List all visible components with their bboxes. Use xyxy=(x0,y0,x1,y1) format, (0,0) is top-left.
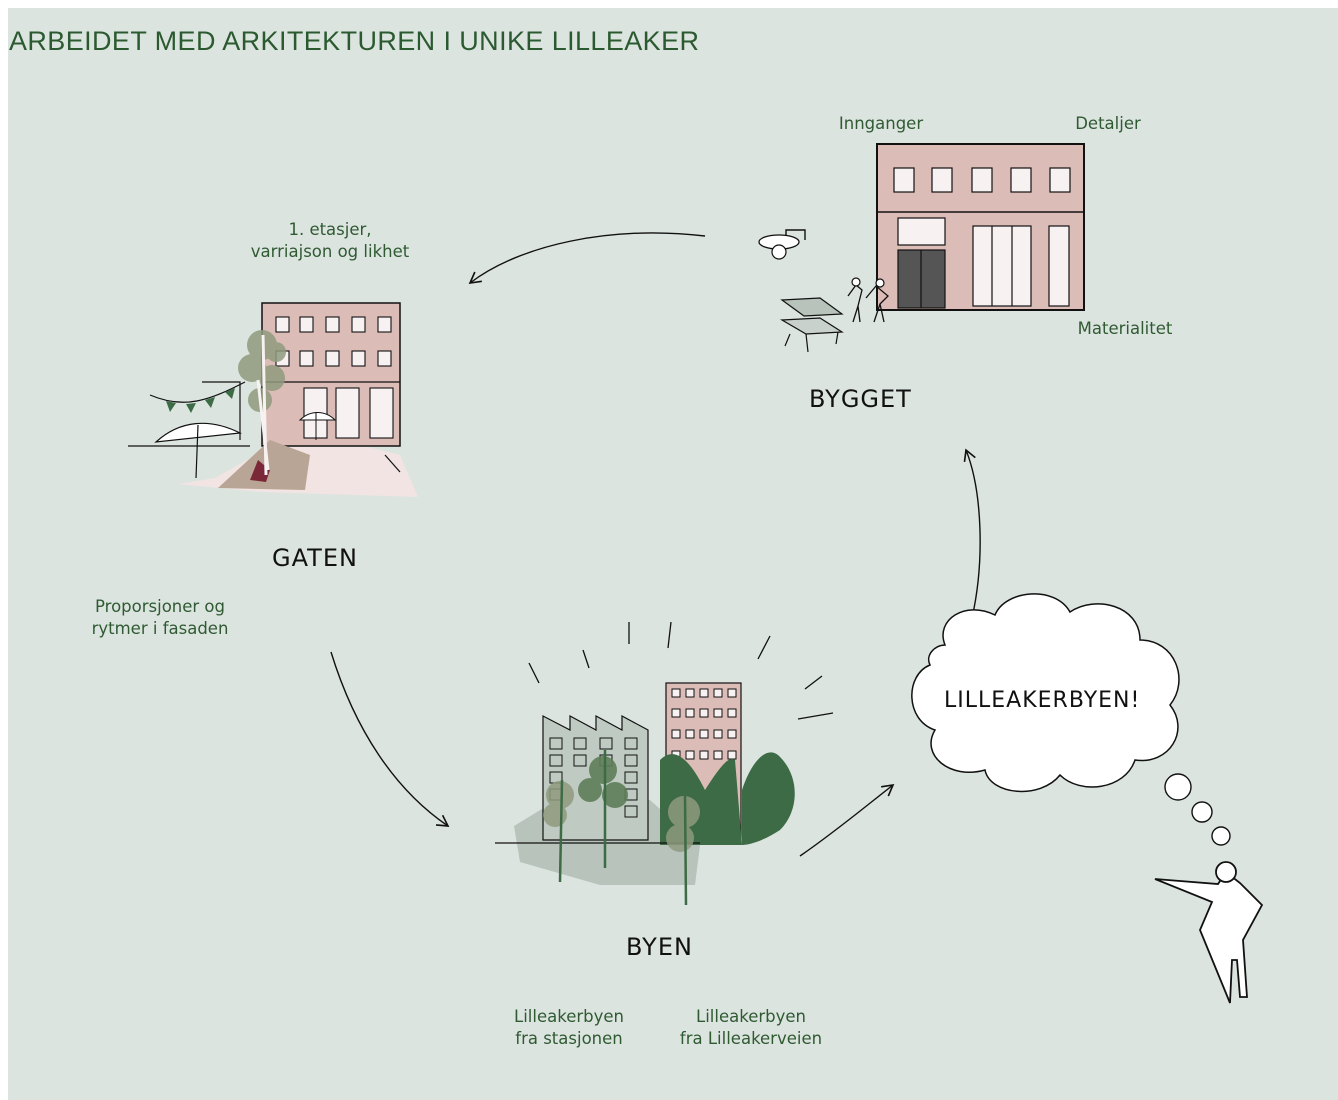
pointing-person xyxy=(1154,861,1264,1004)
bygget-illustration xyxy=(758,143,1085,353)
label-from-station: Lilleakerbyen fra stasjonen xyxy=(514,1007,624,1048)
label-from-road: Lilleakerbyen fra Lilleakerveien xyxy=(679,1007,823,1048)
arrow-bubble-to-bygget xyxy=(963,448,981,619)
page-title: ARBEIDET MED ARKITEKTUREN I UNIKE LILLEA… xyxy=(9,26,700,56)
arrow-gaten-to-byen xyxy=(330,651,450,827)
stage-name-bygget: BYGGET xyxy=(809,385,912,413)
thought-bubble-text: LILLEAKERBYEN! xyxy=(944,688,1141,713)
byen-illustration xyxy=(495,621,834,906)
arrow-byen-to-bubble xyxy=(799,783,895,857)
label-detaljer: Detaljer xyxy=(1075,114,1141,133)
stage-name-gaten: GATEN xyxy=(272,544,358,572)
label-proportions: Proporsjoner og rytmer i fasaden xyxy=(91,597,229,638)
thought-bubble xyxy=(911,593,1231,846)
diagram-canvas xyxy=(8,8,1338,1100)
label-first-floors: 1. etasjer, varriajson og likhet xyxy=(250,220,410,261)
label-materialitet: Materialitet xyxy=(1077,319,1173,338)
gaten-illustration xyxy=(128,302,418,497)
stage-name-byen: BYEN xyxy=(626,933,693,961)
label-innganger: Innganger xyxy=(838,114,924,133)
arrow-bygget-to-gaten xyxy=(468,232,706,285)
